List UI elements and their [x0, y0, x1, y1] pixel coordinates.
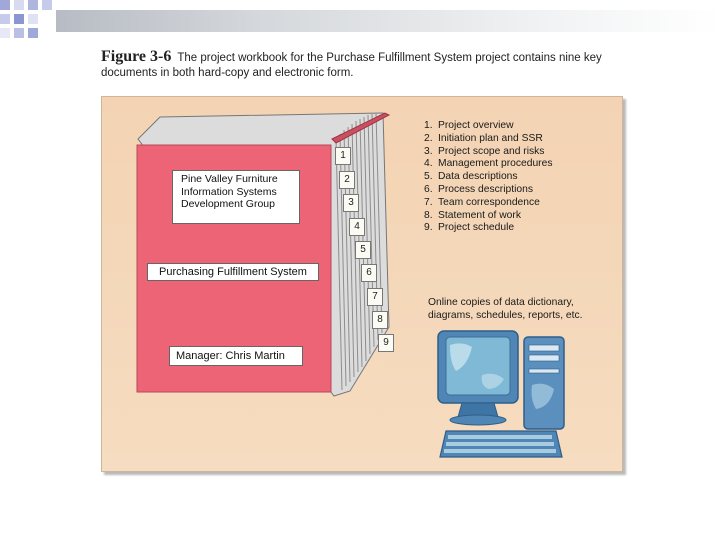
document-list: 1.Project overview 2.Initiation plan and…	[424, 120, 552, 235]
deco-square	[28, 28, 38, 38]
tab-2: 2	[339, 171, 355, 189]
tab-8: 8	[372, 311, 388, 329]
deco-square	[0, 0, 10, 10]
manager-name: Manager: Chris Martin	[176, 350, 285, 362]
list-item: 9.Project schedule	[424, 222, 515, 234]
org-line-1: Pine Valley Furniture	[181, 173, 278, 185]
tab-9: 9	[378, 334, 394, 352]
tower	[523, 336, 565, 430]
figure-panel: Pine Valley Furniture Information System…	[101, 96, 623, 472]
tab-6: 6	[361, 264, 377, 282]
org-line-2: Information Systems	[181, 185, 277, 198]
binder-back-cover	[331, 112, 391, 144]
list-item: 5.Data descriptions	[424, 171, 518, 183]
monitor	[437, 330, 519, 426]
system-name: Purchasing Fulfillment System	[159, 266, 307, 278]
keyboard	[439, 430, 563, 458]
list-item: 8.Statement of work	[424, 209, 521, 221]
slide-decoration	[0, 0, 60, 50]
list-item: 2.Initiation plan and SSR	[424, 132, 543, 144]
deco-square	[14, 0, 24, 10]
deco-square	[42, 0, 52, 10]
deco-square	[14, 28, 24, 38]
list-item: 4.Management procedures	[424, 158, 553, 170]
list-item: 3.Project scope and risks	[424, 145, 545, 157]
org-line-3: Development Group	[181, 198, 275, 210]
tab-7: 7	[367, 288, 383, 306]
computer-illustration	[437, 330, 565, 458]
org-label: Pine Valley Furniture Information System…	[172, 170, 300, 224]
tab-3: 3	[343, 194, 359, 212]
list-item: 1.Project overview	[424, 120, 514, 131]
deco-square	[28, 14, 38, 24]
tab-5: 5	[355, 241, 371, 259]
deco-square	[0, 14, 10, 24]
online-line-2: diagrams, schedules, reports, etc.	[428, 309, 583, 321]
list-item: 7.Team correspondence	[424, 196, 540, 208]
header-gradient-bar	[56, 10, 720, 32]
list-item: 6.Process descriptions	[424, 183, 533, 195]
caption-text: The project workbook for the Purchase Fu…	[101, 52, 602, 79]
online-copies-note: Online copies of data dictionary, diagra…	[428, 297, 608, 322]
deco-square	[14, 14, 24, 24]
manager-label: Manager: Chris Martin	[169, 346, 303, 366]
figure-number: Figure 3-6	[101, 48, 172, 65]
tab-4: 4	[349, 218, 365, 236]
online-line-1: Online copies of data dictionary,	[428, 297, 574, 308]
screen-highlight	[450, 343, 472, 371]
deco-square	[28, 0, 38, 10]
tab-1: 1	[335, 147, 351, 165]
deco-square	[0, 28, 10, 38]
system-label: Purchasing Fulfillment System	[147, 263, 319, 281]
